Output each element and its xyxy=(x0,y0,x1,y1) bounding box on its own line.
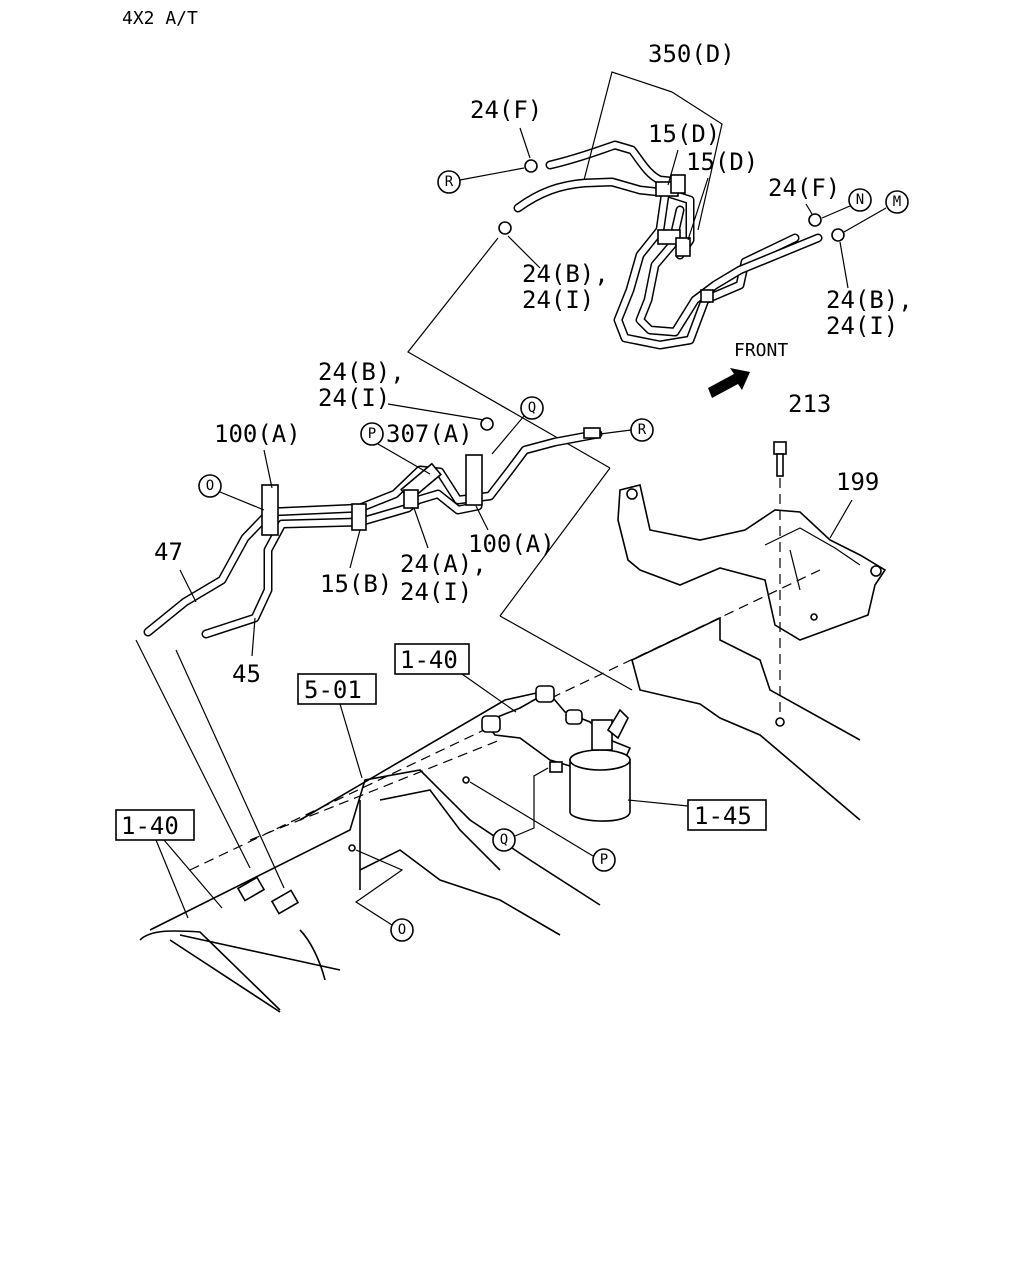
label-clamp-24b-right-1: 24(B), xyxy=(826,286,913,314)
clamp-24f-left xyxy=(524,159,538,173)
middle-pipe-assembly xyxy=(143,417,603,639)
clip-100a-left xyxy=(261,484,279,536)
callout-n-icon xyxy=(848,188,872,212)
ref-box-1-40-left xyxy=(115,809,195,841)
label-clamp-24b-upper-1: 24(B), xyxy=(522,260,609,288)
ref-box-1-40-top xyxy=(394,643,470,675)
callout-p-mid-icon xyxy=(360,422,384,446)
label-clamp-24b-right-2: 24(I) xyxy=(826,312,898,340)
label-hose-307a: 307(A) xyxy=(386,420,473,448)
chassis-frame xyxy=(139,569,861,1013)
label-clip-15d-a: 15(D) xyxy=(648,120,720,148)
label-pipe-45: 45 xyxy=(232,660,261,688)
hose-assembly-350d xyxy=(498,140,845,350)
clip-15d-lower xyxy=(657,229,681,245)
svg-text:M: M xyxy=(893,194,901,210)
callout-r-top-icon xyxy=(437,170,461,194)
hose-band xyxy=(700,289,714,303)
callout-q-mid-icon xyxy=(520,396,544,420)
svg-text:N: N xyxy=(856,192,864,208)
fuel-filter xyxy=(481,685,632,822)
callout-p-bottom-icon xyxy=(592,848,616,872)
label-pipe-47: 47 xyxy=(154,538,183,566)
clip-15d-upper-b xyxy=(670,174,686,194)
clamp-24b-right xyxy=(831,228,845,242)
clip-15b xyxy=(351,503,367,531)
bracket-199 xyxy=(617,484,887,641)
clamp-24f-right xyxy=(808,213,822,227)
clamp-24b-mid xyxy=(480,417,494,431)
ref-1-40-left: 1-40 xyxy=(121,812,179,840)
svg-text:Q: Q xyxy=(528,400,536,416)
label-clamp-24f-right: 24(F) xyxy=(768,174,840,202)
ref-box-5-01 xyxy=(297,673,377,705)
clip-15d-lower-b xyxy=(675,237,691,257)
ref-1-45: 1-45 xyxy=(694,802,752,830)
svg-text:P: P xyxy=(368,426,376,442)
variant-header: 4X2 A/T xyxy=(122,8,198,29)
label-clamp-24b-mid-2: 24(I) xyxy=(318,384,390,412)
label-front: FRONT xyxy=(734,340,788,361)
bolt-hole xyxy=(775,717,785,727)
label-clamp-24a-1: 24(A), xyxy=(400,550,487,578)
callout-q-bottom-icon xyxy=(492,828,516,852)
label-clip-15d-b: 15(D) xyxy=(686,148,758,176)
svg-text:Q: Q xyxy=(500,832,508,848)
ref-box-1-45 xyxy=(687,799,767,831)
pipe-end-45 xyxy=(270,889,300,915)
label-clamp-24f-left: 24(F) xyxy=(470,96,542,124)
bolt-213 xyxy=(773,441,787,477)
front-arrow-icon xyxy=(708,368,750,398)
clip-100a-right xyxy=(465,454,483,506)
label-bracket-199: 199 xyxy=(836,468,879,496)
ref-5-01: 5-01 xyxy=(304,676,362,704)
callout-m-icon xyxy=(885,190,909,214)
ref-1-40-top: 1-40 xyxy=(400,646,458,674)
clamp-24b-upper xyxy=(498,221,512,235)
label-clip-100a-right: 100(A) xyxy=(468,530,555,558)
label-clamp-24b-upper-2: 24(I) xyxy=(522,286,594,314)
mount-hole-p xyxy=(462,776,470,784)
mount-hole-o xyxy=(348,844,356,852)
pipe-end-47 xyxy=(236,876,266,902)
callout-o-bottom-icon xyxy=(390,918,414,942)
svg-text:O: O xyxy=(398,922,406,938)
label-clip-100a-left: 100(A) xyxy=(214,420,301,448)
svg-text:O: O xyxy=(206,478,214,494)
svg-text:R: R xyxy=(638,422,647,438)
label-clamp-24b-mid-1: 24(B), xyxy=(318,358,405,386)
label-clip-15b: 15(B) xyxy=(320,570,392,598)
label-clamp-24a-2: 24(I) xyxy=(400,578,472,606)
label-bolt-213: 213 xyxy=(788,390,831,418)
pipe-end-r xyxy=(583,427,601,439)
svg-text:R: R xyxy=(445,174,454,190)
clamp-24a xyxy=(403,489,419,509)
callout-o-mid-icon xyxy=(198,474,222,498)
label-hose-350d: 350(D) xyxy=(648,40,735,68)
svg-text:P: P xyxy=(600,852,608,868)
